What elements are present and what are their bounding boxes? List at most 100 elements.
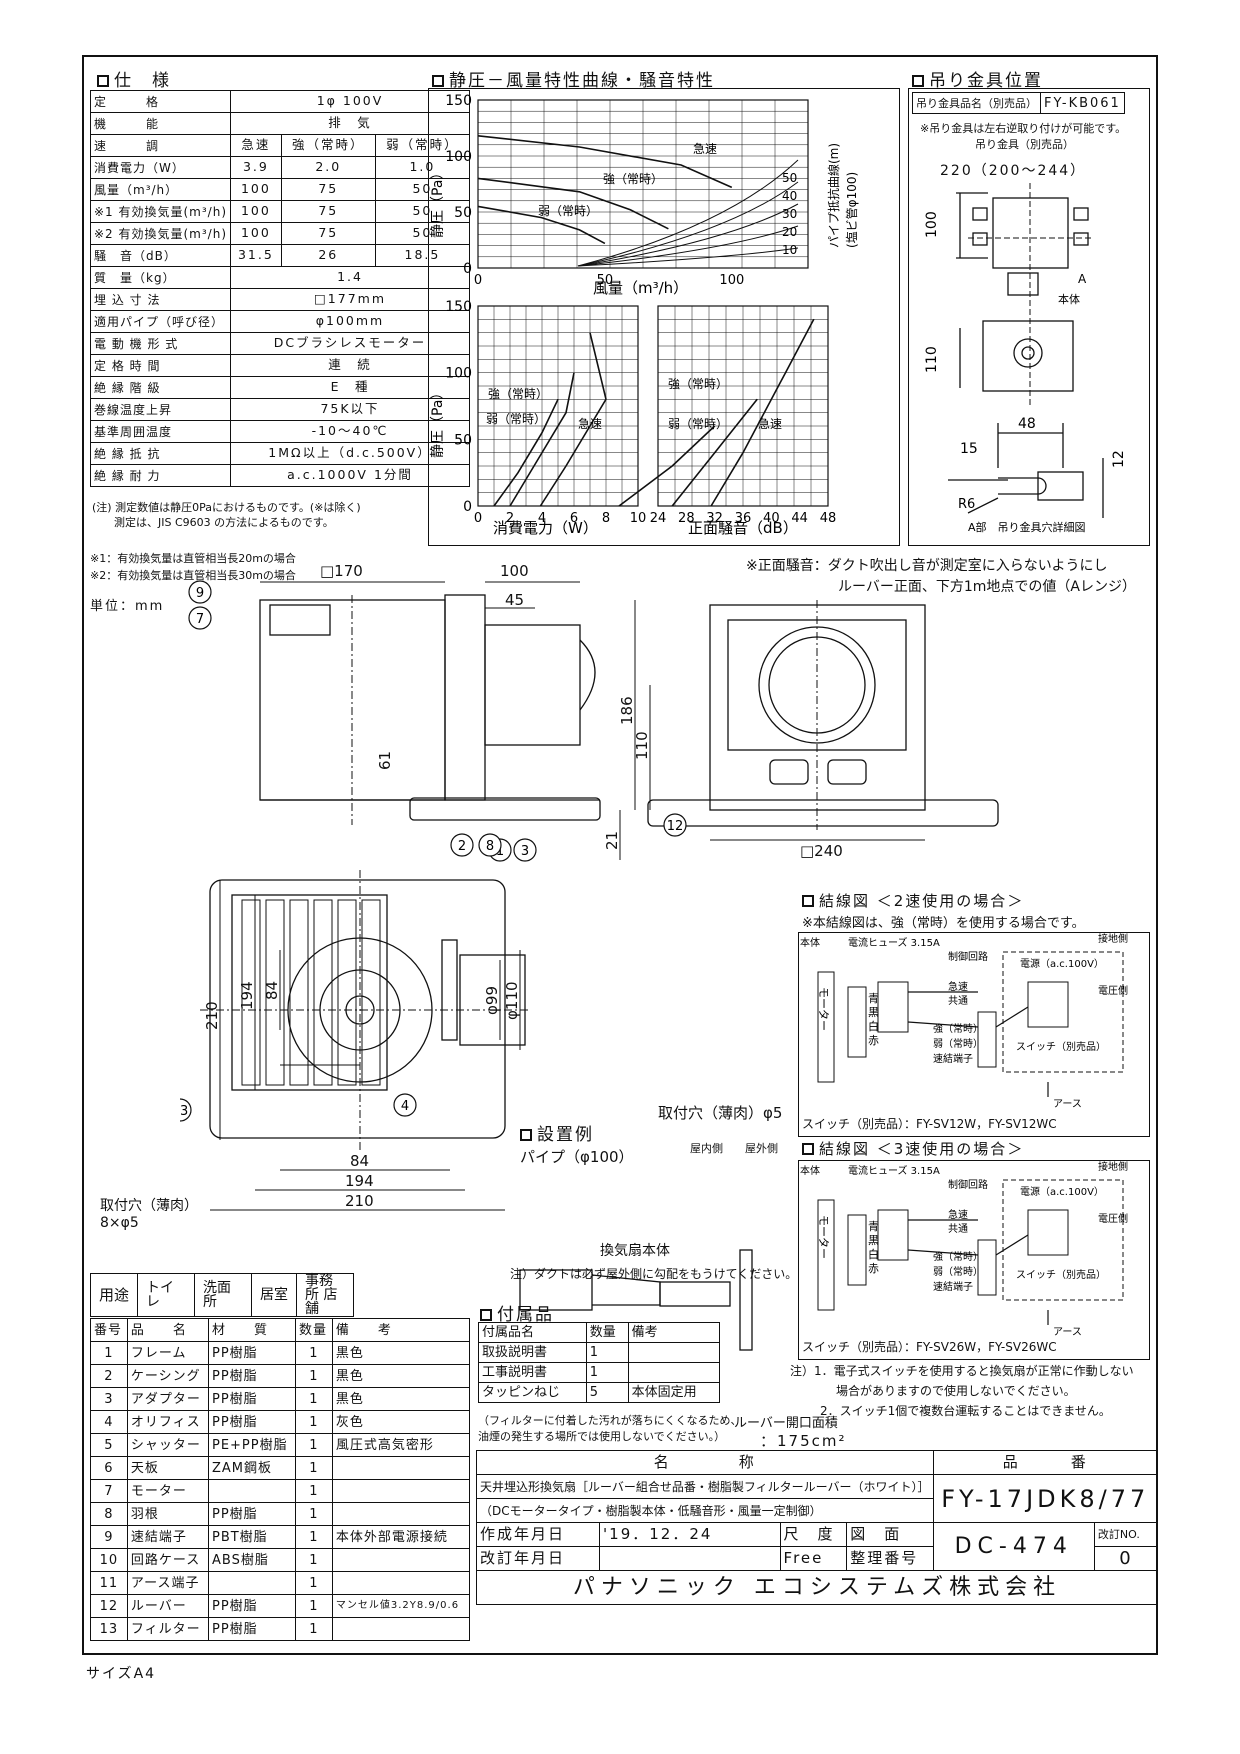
series-line-1	[509, 372, 575, 507]
spec-label: 質 量（kg）	[89, 266, 232, 289]
acc-cell: タッピンねじ	[478, 1382, 587, 1403]
pipe-curve-label: 30	[782, 207, 797, 221]
parts-cell	[207, 1571, 297, 1595]
spec-label: 適用パイプ（呼び径）	[89, 310, 232, 333]
parts-cell: 11	[90, 1571, 128, 1595]
parts-cell: ケーシング	[126, 1364, 209, 1388]
acc-cell: 取扱説明書	[478, 1342, 587, 1363]
terminal-block	[847, 1214, 867, 1286]
spec-label: ※2 有効換気量(m³/h)	[89, 222, 232, 245]
y-tick-label: 0	[463, 499, 472, 515]
wiring-common: 共通	[948, 995, 968, 1007]
parts-cell: 1	[295, 1479, 333, 1503]
spec-row: 適用パイプ（呼び径）φ100mm	[89, 310, 470, 333]
x-tick-label: 4	[538, 511, 546, 526]
acc-cell	[627, 1342, 721, 1363]
dim-240: □240	[800, 842, 843, 860]
callout-number: 12	[667, 819, 684, 834]
spec-row: 基準周囲温度-10～40℃	[89, 420, 470, 443]
parts-cell	[331, 1571, 471, 1595]
hanger-dim-110: 110	[924, 346, 940, 373]
spec-value: 31.5	[230, 244, 282, 267]
tb-name-header: 名 称	[476, 1450, 934, 1475]
parts-cell: モーター	[126, 1479, 209, 1503]
parts-cell: 1	[295, 1548, 333, 1572]
parts-cell: マンセル値3.2Y8.9/0.6	[331, 1594, 471, 1618]
tb-number-header: 品 番	[932, 1450, 1159, 1475]
wiring-motor: モーター	[817, 987, 830, 1031]
wiring-c1: 青	[868, 1220, 879, 1233]
hanger-dim-15: 15	[960, 441, 978, 457]
wiring-c4: 赤	[868, 1034, 879, 1047]
series-line-0	[710, 318, 815, 507]
x-tick-label: 50	[597, 273, 614, 288]
parts-cell: 1	[295, 1594, 333, 1618]
series-line-0	[539, 332, 607, 507]
wiring-strong: 強（常時）	[933, 1250, 983, 1263]
hanger-svg: 100 110 48 15 12 R6 A 本体 A部 吊り金具穴詳細図	[924, 183, 1127, 534]
parts-cell: フィルター	[126, 1617, 209, 1641]
parts-cell: PP樹脂	[207, 1410, 297, 1434]
parts-cell: オリフィス	[126, 1410, 209, 1434]
motor-block	[817, 1199, 835, 1311]
warning-2: 2．スイッチ1個で複数台運転することはできません。	[820, 1404, 1111, 1418]
install-outdoor: 屋外側	[745, 1142, 778, 1155]
parts-header: 数量	[295, 1318, 333, 1342]
callout-number: 13	[180, 1104, 188, 1119]
wiring-c1: 青	[868, 992, 879, 1005]
spec-label: 絶 縁 耐 力	[89, 464, 232, 487]
chart-xlabel-top: 風量（m³/h）	[593, 279, 688, 297]
pipe-sub: (塩ビ管φ100)	[844, 172, 859, 248]
wiring-c2: 黒	[868, 1234, 879, 1247]
spec-note: (注) 測定数値は静圧0Paにおけるものです。(※は除く) 測定は、JIS C9…	[92, 501, 361, 529]
tb-fig-label: 図 面	[846, 1522, 934, 1547]
tb-model: FY-17JDK8/77	[932, 1474, 1159, 1523]
spec-value: 100	[230, 222, 282, 245]
usage-item: トイレ	[137, 1273, 196, 1317]
label-weak: 弱（常時）	[538, 204, 598, 218]
chart-ylabel-top: 静圧（Pa）	[430, 166, 446, 238]
tb-made-label: 作成年月日	[475, 1522, 601, 1547]
pipe-curve	[577, 247, 799, 267]
fast-terminal	[977, 1011, 997, 1068]
callout-number: 9	[196, 586, 204, 601]
curves-panel	[428, 88, 900, 546]
parts-cell: 風圧式高気密形	[331, 1433, 471, 1457]
parts-cell: 9	[90, 1525, 128, 1549]
hanger-dim-100: 100	[924, 211, 940, 238]
parts-cell: 天板	[126, 1456, 209, 1480]
x-tick-label: 8	[602, 511, 610, 526]
x-tick-label: 100	[719, 273, 744, 288]
pipe-curve	[577, 203, 799, 267]
series-line-2	[477, 205, 606, 245]
acc-cell: 工事説明書	[478, 1362, 587, 1383]
hanger-dim-12: 12	[1111, 450, 1127, 468]
hanger-dim-48: 48	[1018, 416, 1036, 432]
install-indoor: 屋内側	[690, 1142, 723, 1155]
spec-value: 弱（常時）	[374, 134, 471, 157]
spec-label: 絶 縁 階 級	[89, 376, 232, 399]
wiring-motor: モーター	[817, 1215, 830, 1259]
dim-21: 21	[603, 831, 621, 850]
label-weak-2: 弱（常時）	[486, 412, 546, 426]
parts-cell: 8	[90, 1502, 128, 1526]
label-strong: 強（常時）	[603, 172, 663, 186]
hole-label: 取付穴（薄肉）	[100, 1198, 198, 1214]
parts-cell: 1	[90, 1341, 128, 1365]
tb-scale-value: Free	[779, 1546, 848, 1571]
hanger-detail: A部 吊り金具穴詳細図	[968, 520, 1086, 534]
parts-cell: 黒色	[331, 1387, 471, 1411]
x-tick-label: 48	[820, 511, 837, 526]
parts-cell: 1	[295, 1617, 333, 1641]
